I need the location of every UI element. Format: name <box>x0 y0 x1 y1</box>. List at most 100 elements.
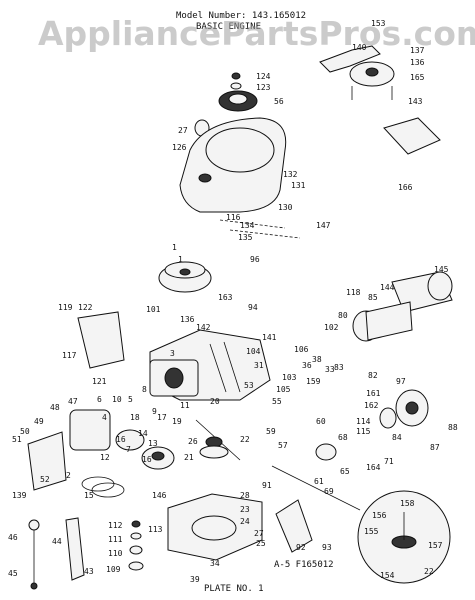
part-label: 136 <box>180 315 195 324</box>
part-label: 71 <box>384 457 394 466</box>
part-label: 123 <box>256 83 271 92</box>
part-label: 105 <box>276 385 291 394</box>
part-label: 45 <box>8 569 18 578</box>
crankshaft-part <box>195 419 241 461</box>
part-label: 157 <box>428 541 443 550</box>
part-label: 93 <box>322 543 332 552</box>
part-label: 158 <box>400 499 415 508</box>
bolt-134-part <box>219 219 286 229</box>
part-label: 159 <box>306 377 321 386</box>
part-label: 25 <box>256 539 266 548</box>
part-label: 132 <box>283 170 298 179</box>
part-label: 24 <box>240 517 250 526</box>
part-label: 140 <box>352 43 367 52</box>
part-label: 68 <box>338 433 348 442</box>
part-label: 69 <box>324 487 334 496</box>
part-label: 153 <box>371 19 386 28</box>
part-label: 83 <box>334 363 344 372</box>
part-label: 36 <box>302 361 312 370</box>
part-label: 17 <box>157 413 167 422</box>
part-label: 126 <box>172 143 187 152</box>
part-label: 135 <box>238 233 253 242</box>
part-label: 57 <box>278 441 288 450</box>
part-label: 47 <box>68 397 78 406</box>
part-label: 55 <box>272 397 282 406</box>
part-label: 119 <box>58 303 73 312</box>
piston-ring-2-part <box>91 482 125 498</box>
part-label: 50 <box>20 427 30 436</box>
rotating-screen-part <box>218 90 258 112</box>
engine-block-part <box>149 329 271 401</box>
part-label: 154 <box>380 571 395 580</box>
part-label: 43 <box>84 567 94 576</box>
drawing-reference-label: A-5 F165012 <box>274 560 334 570</box>
part-label: 16 <box>116 435 126 444</box>
cam-gear-part <box>315 389 429 461</box>
part-label: 31 <box>254 361 264 370</box>
part-label: 121 <box>92 377 107 386</box>
part-label: 142 <box>196 323 211 332</box>
part-label: 22 <box>424 567 434 576</box>
part-label: 82 <box>368 371 378 380</box>
part-label: 11 <box>180 401 190 410</box>
part-label: 117 <box>62 351 77 360</box>
part-label: 156 <box>372 511 387 520</box>
washer-124-part <box>231 72 241 80</box>
part-label: 16 <box>142 455 152 464</box>
part-label: 106 <box>294 345 309 354</box>
part-label: 109 <box>106 565 121 574</box>
part-label: 96 <box>250 255 260 264</box>
part-label: 49 <box>34 417 44 426</box>
part-label: 7 <box>126 445 131 454</box>
fastener-stack-part <box>128 520 144 571</box>
part-label: 84 <box>392 433 402 442</box>
part-label: 10 <box>112 395 122 404</box>
part-label: 80 <box>338 311 348 320</box>
part-label: 112 <box>108 521 123 530</box>
detail-inset-part <box>357 490 451 584</box>
starter-handle-part <box>319 45 395 100</box>
part-label: 33 <box>325 365 335 374</box>
diagram-subtitle: BASIC ENGINE <box>196 22 262 32</box>
part-label: 27 <box>178 126 188 135</box>
part-label: 34 <box>210 559 220 568</box>
part-label: 20 <box>210 397 220 406</box>
part-label: 52 <box>40 475 50 484</box>
part-label: 104 <box>246 347 261 356</box>
part-label: 136 <box>410 58 425 67</box>
part-label: 163 <box>218 293 233 302</box>
muffler-part <box>352 271 453 342</box>
part-label: 1 <box>178 255 183 264</box>
fill-tube-part <box>65 517 85 581</box>
washer-123-part <box>230 82 242 90</box>
part-label: 144 <box>380 283 395 292</box>
part-label: 65 <box>340 467 350 476</box>
part-label: 118 <box>346 288 361 297</box>
part-label: 166 <box>398 183 413 192</box>
part-label: 56 <box>274 97 284 106</box>
part-label: 12 <box>100 453 110 462</box>
part-label: 134 <box>240 221 255 230</box>
watermark-logo: AppliancePartsPros.com <box>38 14 475 53</box>
part-label: 88 <box>448 423 458 432</box>
part-label: 4 <box>102 413 107 422</box>
part-label: 102 <box>324 323 339 332</box>
part-label: 59 <box>266 427 276 436</box>
part-label: 53 <box>244 381 254 390</box>
gasket-plate-part <box>77 311 125 369</box>
part-label: 21 <box>184 453 194 462</box>
part-label: 143 <box>408 97 423 106</box>
part-label: 38 <box>312 355 322 364</box>
piston-assembly-part <box>69 409 175 470</box>
part-label: 8 <box>142 385 147 394</box>
part-label: 103 <box>282 373 297 382</box>
part-label: 87 <box>430 443 440 452</box>
part-label: 92 <box>296 543 306 552</box>
part-label: 124 <box>256 72 271 81</box>
part-label: 61 <box>314 477 324 486</box>
part-label: 91 <box>262 481 272 490</box>
part-label: 94 <box>248 303 258 312</box>
gear-cover-part <box>275 499 313 553</box>
